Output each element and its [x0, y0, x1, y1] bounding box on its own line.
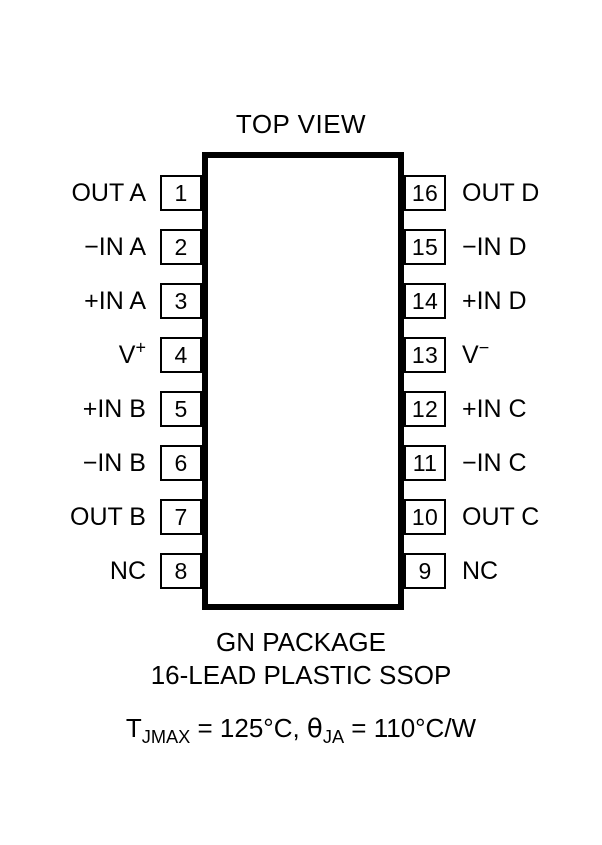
pin-box-16: 16	[404, 175, 446, 211]
pin-label-text: V	[462, 341, 479, 369]
pin-box-15: 15	[404, 229, 446, 265]
pin-number: 5	[174, 395, 188, 422]
tjmax-subscript: JMAX	[141, 727, 191, 748]
pin-label-8: NC	[0, 553, 146, 589]
pin-box-12: 12	[404, 391, 446, 427]
pin-label-text: −IN A	[84, 233, 146, 261]
pin-number: 2	[174, 233, 188, 260]
pin-number: 13	[411, 341, 439, 368]
pin-label-13: V−	[462, 337, 602, 373]
theta-value: = 110°C/W	[344, 713, 477, 743]
pin-label-superscript: +	[135, 337, 146, 358]
pin-box-5: 5	[160, 391, 202, 427]
pin-label-text: −IN C	[462, 449, 527, 477]
tjmax-symbol: T	[125, 713, 142, 743]
pin-number: 14	[411, 287, 439, 314]
package-description: 16-LEAD PLASTIC SSOP	[150, 660, 452, 690]
pin-label-10: OUT C	[462, 499, 602, 535]
pin-box-14: 14	[404, 283, 446, 319]
pin-number: 9	[418, 557, 432, 584]
pin-number: 1	[174, 179, 188, 206]
pin-label-14: +IN D	[462, 283, 602, 319]
pin-label-text: NC	[462, 557, 499, 585]
pin-number: 4	[174, 341, 188, 368]
pin-number: 6	[174, 449, 188, 476]
pin-number: 11	[412, 449, 438, 476]
pin-label-1: OUT A	[0, 175, 146, 211]
pin-label-text: OUT C	[462, 503, 540, 531]
pin-label-12: +IN C	[462, 391, 602, 427]
pin-label-11: −IN C	[462, 445, 602, 481]
pin-label-text: OUT B	[70, 503, 146, 531]
pin-label-5: +IN B	[0, 391, 146, 427]
pin-label-4: V+	[0, 337, 146, 373]
pin-box-10: 10	[404, 499, 446, 535]
pin-box-11: 11	[404, 445, 446, 481]
pin-number: 15	[411, 233, 439, 260]
pin-label-superscript: −	[478, 337, 490, 358]
pin-number: 16	[411, 179, 439, 206]
thermal-caption: TJMAX = 125°C, θJA = 110°C/W	[0, 712, 602, 746]
pin-number: 8	[174, 557, 188, 584]
pin-label-15: −IN D	[462, 229, 602, 265]
pin-label-text: −IN B	[82, 449, 146, 477]
pin-box-1: 1	[160, 175, 202, 211]
pin-box-13: 13	[404, 337, 446, 373]
package-body-outline	[202, 152, 404, 610]
pin-box-2: 2	[160, 229, 202, 265]
package-caption: GN PACKAGE 16-LEAD PLASTIC SSOP	[0, 626, 602, 692]
pin-box-3: 3	[160, 283, 202, 319]
pin-box-6: 6	[160, 445, 202, 481]
pin-label-9: NC	[462, 553, 602, 589]
page-title: TOP VIEW	[235, 109, 367, 139]
pin-number: 10	[411, 503, 439, 530]
pin-label-text: OUT D	[462, 179, 540, 207]
pin-number: 7	[174, 503, 188, 530]
pin-label-text: V	[118, 341, 136, 369]
pin-box-7: 7	[160, 499, 202, 535]
pin-label-text: +IN D	[462, 287, 527, 315]
pin-label-7: OUT B	[0, 499, 146, 535]
pin-label-text: +IN B	[82, 395, 146, 423]
pin-number: 3	[174, 287, 188, 314]
pin-label-3: +IN A	[0, 283, 146, 319]
pin-label-text: NC	[109, 557, 146, 585]
pin-label-text: +IN A	[84, 287, 146, 315]
tjmax-value: = 125°C,	[190, 713, 307, 743]
pin-label-16: OUT D	[462, 175, 602, 211]
pin-box-8: 8	[160, 553, 202, 589]
pin-label-text: +IN C	[462, 395, 527, 423]
pin-number: 12	[411, 395, 439, 422]
pin-label-6: −IN B	[0, 445, 146, 481]
pin-box-4: 4	[160, 337, 202, 373]
theta-subscript: JA	[322, 727, 345, 748]
pin-box-9: 9	[404, 553, 446, 589]
pin-label-text: OUT A	[71, 179, 146, 207]
pin-label-text: −IN D	[462, 233, 527, 261]
pin-label-2: −IN A	[0, 229, 146, 265]
theta-symbol: θ	[306, 714, 323, 744]
package-name: GN PACKAGE	[215, 627, 386, 657]
